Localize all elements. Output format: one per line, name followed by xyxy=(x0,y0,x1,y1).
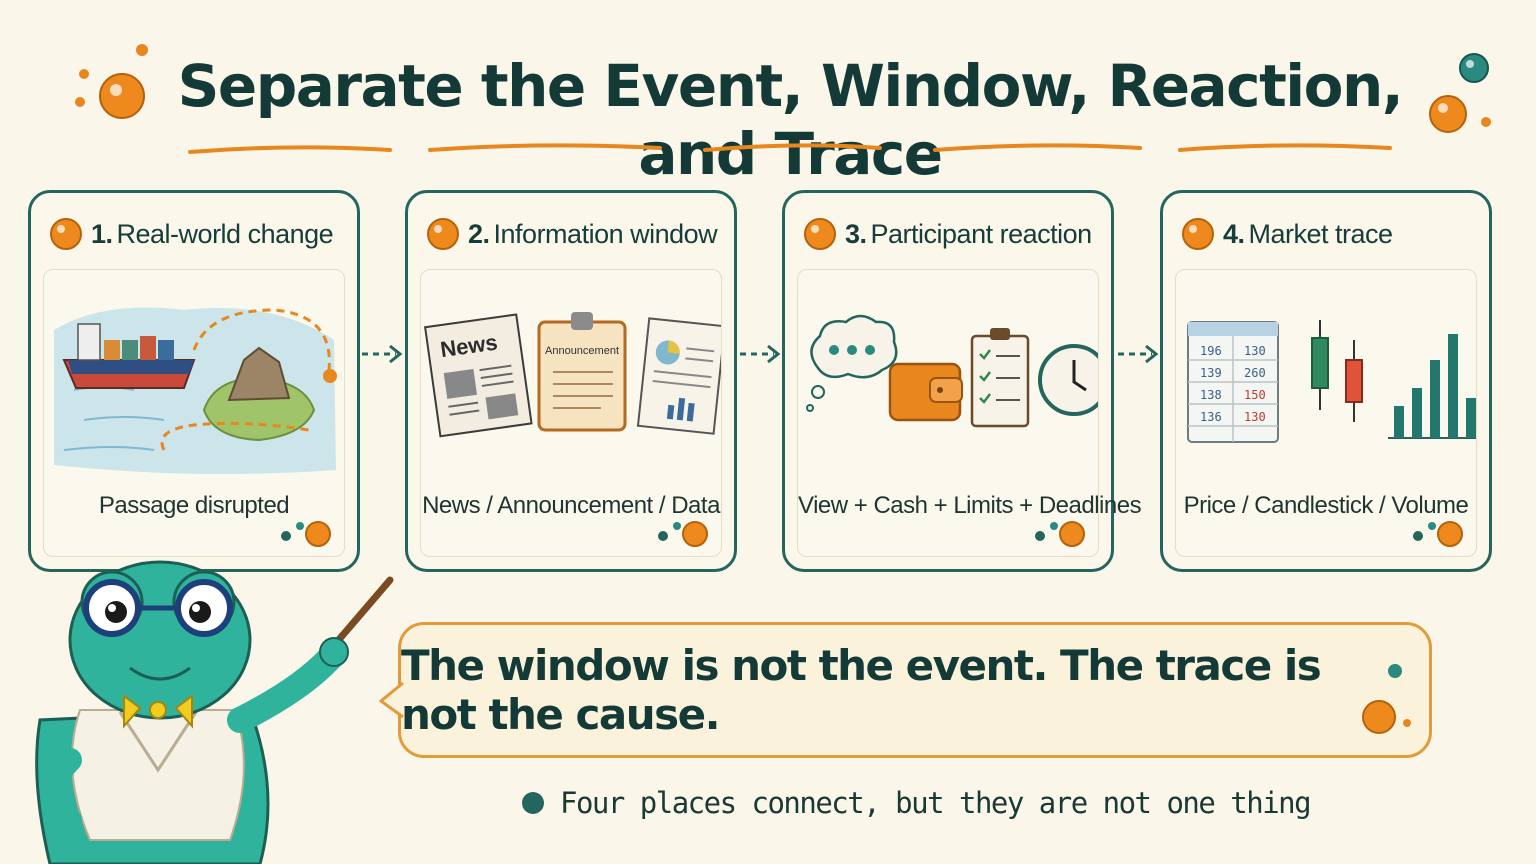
orange-dot-icon xyxy=(804,218,836,250)
flow-arrow-3 xyxy=(1116,340,1160,372)
table-cell: 130 xyxy=(1244,344,1266,358)
candlestick-icon xyxy=(1311,320,1363,422)
ship-island-icon xyxy=(54,307,337,474)
table-cell: 139 xyxy=(1200,366,1222,380)
statement-bubble: The window is not the event. The trace i… xyxy=(379,622,1432,758)
step-panel-2: News Announcement News / Announcement / … xyxy=(420,269,722,557)
step-caption: Price / Candlestick / Volume xyxy=(1183,492,1469,519)
orange-dot-icon xyxy=(50,218,82,250)
step-label: Information window xyxy=(493,218,718,249)
step-card-1: 1.Real-world change Passage disrupted xyxy=(28,190,360,572)
flow-arrow-2 xyxy=(738,340,782,372)
step-header-1: 1.Real-world change xyxy=(49,209,334,259)
footnote-text: Four places connect, but they are not on… xyxy=(560,786,1312,820)
step-caption: Passage disrupted xyxy=(98,492,290,519)
price-table-icon: 196 130 139 260 138 150 136 130 xyxy=(1187,321,1279,443)
decor-bubbles-left-icon xyxy=(75,44,148,119)
wallet-icon xyxy=(888,362,963,422)
step-panel-4: 196 130 139 260 138 150 136 130 xyxy=(1175,269,1477,557)
table-cell: 150 xyxy=(1244,388,1266,402)
bubble-dots-icon xyxy=(1362,664,1411,734)
frog-mascot-icon xyxy=(35,560,394,864)
step-label: Market trace xyxy=(1248,218,1394,249)
corner-dots-icon xyxy=(1035,521,1085,547)
reaction-icons xyxy=(806,314,1098,428)
table-cell: 130 xyxy=(1244,410,1266,424)
orange-dot-icon xyxy=(427,218,459,250)
announcement-label: Announcement xyxy=(545,345,619,357)
step-card-3: 3.Participant reaction xyxy=(782,190,1142,572)
step-card-2: 2.Information window News Announcement N… xyxy=(405,190,737,572)
checklist-icon xyxy=(970,328,1030,428)
orange-dot-icon xyxy=(1182,218,1214,250)
title-underline xyxy=(188,143,1392,154)
thought-bubble-icon xyxy=(806,314,898,412)
step-card-4: 4.Market trace 196 130 139 260 138 150 1… xyxy=(1160,190,1492,572)
step-panel-3: View + Cash + Limits + Deadlines xyxy=(797,269,1142,557)
step-caption: News / Announcement / Data xyxy=(422,492,720,519)
documents-icon: News Announcement xyxy=(423,312,721,438)
clock-icon xyxy=(1038,344,1098,416)
step-label: Participant reaction xyxy=(870,218,1093,249)
statement-text: The window is not the event. The trace i… xyxy=(401,641,1322,739)
table-cell: 196 xyxy=(1200,344,1222,358)
step-number: 2. xyxy=(468,218,490,249)
step-number: 4. xyxy=(1223,218,1245,249)
step-header-2: 2.Information window xyxy=(426,209,718,259)
step-label: Real-world change xyxy=(116,218,334,249)
corner-dots-icon xyxy=(1413,521,1463,547)
step-caption: View + Cash + Limits + Deadlines xyxy=(798,492,1142,519)
market-icons: 196 130 139 260 138 150 136 130 xyxy=(1187,320,1476,443)
step-number: 1. xyxy=(91,218,113,249)
corner-dots-icon xyxy=(658,521,708,547)
footnote: Four places connect, but they are not on… xyxy=(520,786,1312,820)
step-panel-1: Passage disrupted xyxy=(43,269,345,557)
corner-dots-icon xyxy=(281,521,331,547)
decor-bubbles-right-icon xyxy=(1429,53,1491,133)
step-header-4: 4.Market trace xyxy=(1181,209,1393,259)
bullet-dot-icon xyxy=(522,792,544,814)
table-cell: 136 xyxy=(1200,410,1222,424)
page-title: Separate the Event, Window, Reaction, an… xyxy=(177,52,1404,188)
table-cell: 260 xyxy=(1244,366,1266,380)
flow-arrow-1 xyxy=(360,340,404,372)
volume-bars-icon xyxy=(1388,334,1476,439)
table-cell: 138 xyxy=(1200,388,1222,402)
step-header-3: 3.Participant reaction xyxy=(803,209,1092,259)
bubble-tail xyxy=(379,681,404,719)
step-number: 3. xyxy=(845,218,867,249)
